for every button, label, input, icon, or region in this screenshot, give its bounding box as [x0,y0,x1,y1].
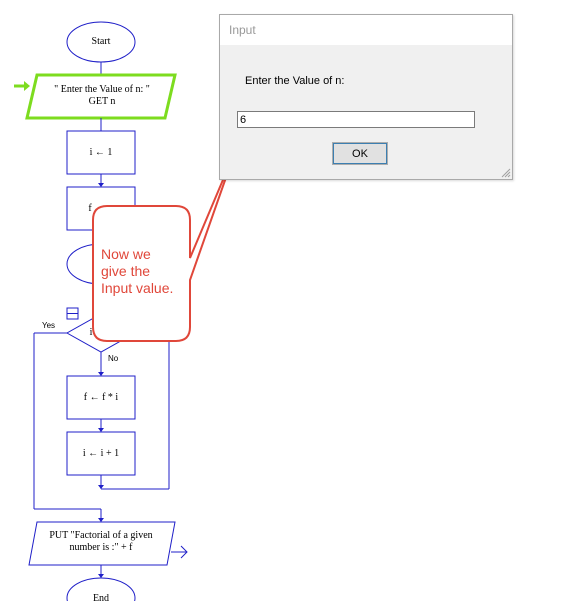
assign-i-label: i ← 1 [89,147,113,158]
input-step-shape[interactable] [25,73,177,120]
output-arrowhead [180,545,188,559]
multiply-label: f ← f * i [83,392,119,403]
arrowhead [98,518,104,522]
input-step-label-2: GET n [88,96,116,107]
assign-f-label: f [88,203,92,214]
end-terminator[interactable] [66,577,136,601]
arrowhead [98,485,104,489]
output-label-1: PUT "Factorial of a given [49,530,153,541]
ok-button[interactable]: OK [332,142,388,165]
output-label-2: number is :" + f [69,542,133,553]
arrowhead [98,574,104,578]
increment-label: i ← i + 1 [82,448,120,459]
arrowhead [98,428,104,432]
end-label: End [92,593,110,604]
loop-condition-label: i [89,327,93,338]
callout-text: Now we give the Input value. [101,246,187,297]
input-dialog: Input Enter the Value of n: OK [219,14,513,180]
dialog-titlebar[interactable]: Input [220,15,512,45]
no-label: No [108,354,119,363]
value-input[interactable] [237,111,475,128]
start-label: Start [91,36,111,47]
input-step-label-1: " Enter the Value of n: " [54,84,150,95]
dialog-prompt: Enter the Value of n: [245,75,345,87]
dialog-title: Input [229,23,256,37]
arrowhead [98,372,104,376]
multiply-box[interactable] [66,375,136,420]
callout-bubble [92,148,237,342]
callout-line-3: Input value. [101,280,174,296]
callout-line-2: give the [101,263,151,279]
selection-arrowhead [24,81,30,91]
yes-label: Yes [42,321,56,330]
output-step-shape[interactable] [28,521,176,566]
arrowhead [98,183,104,187]
resize-grip-icon[interactable] [499,166,511,178]
callout-line-1: Now we [101,246,151,262]
increment-box[interactable] [66,431,136,476]
